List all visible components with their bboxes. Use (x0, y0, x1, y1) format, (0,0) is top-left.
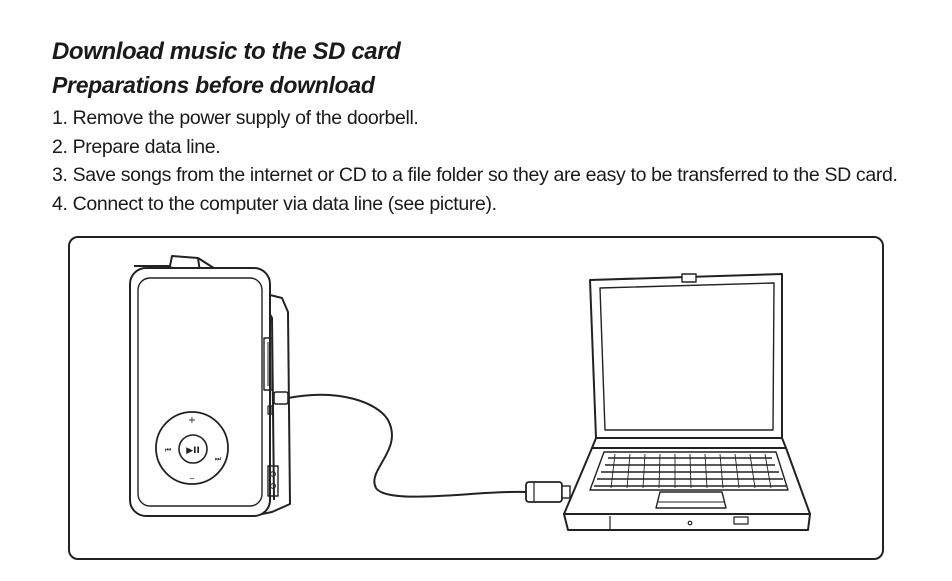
minus-label: – (190, 473, 195, 484)
page-title: Download music to the SD card (52, 38, 401, 65)
step-item-4: 4. Connect to the computer via data line… (52, 192, 497, 215)
step-item-3: 3. Save songs from the internet or CD to… (52, 164, 898, 186)
doorbell-click-wheel (155, 411, 229, 485)
illustration-svg: + – ⏮ ⏭ ▶II (129, 255, 811, 531)
connection-illustration: + – ⏮ ⏭ ▶II (68, 236, 884, 560)
play-pause-icon: ▶II (186, 446, 200, 456)
plus-label: + (188, 415, 196, 426)
next-icon: ⏭ (215, 455, 222, 463)
steps-list: 1. Remove the power supply of the doorbe… (52, 104, 898, 218)
section-subtitle: Preparations before download (52, 72, 375, 98)
usb-data-cable (273, 391, 571, 503)
laptop-keyboard (594, 453, 786, 489)
previous-icon: ⏮ (165, 446, 171, 454)
laptop-computer (563, 273, 811, 531)
step-item-1: 1. Remove the power supply of the doorbe… (52, 107, 419, 129)
step-item-2: 2. Prepare data line. (52, 135, 221, 158)
